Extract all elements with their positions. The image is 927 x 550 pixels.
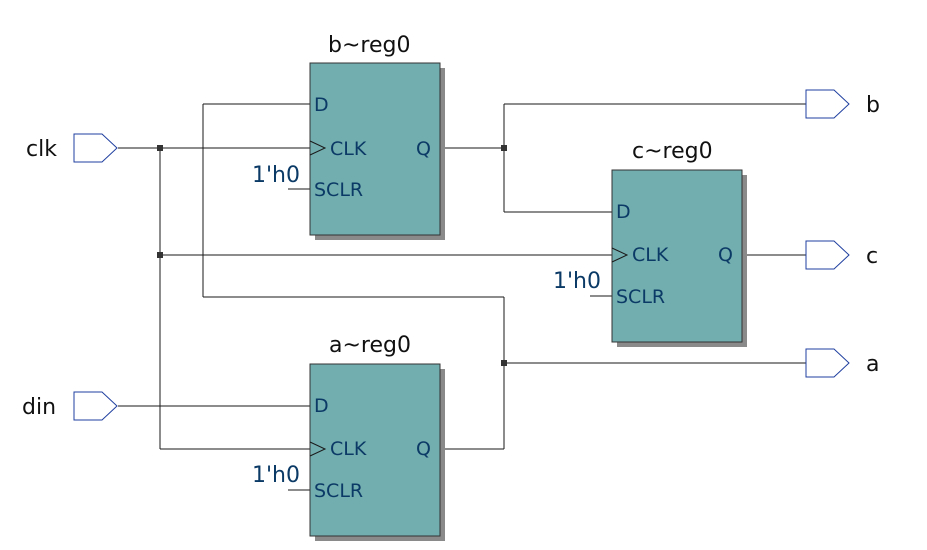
register-c-pin-clk: CLK	[632, 244, 669, 266]
input-port-clk[interactable]: clk	[26, 133, 118, 163]
register-c-body[interactable]	[611, 169, 743, 343]
register-b-sclr-const: 1'h0	[252, 163, 300, 188]
input-port-din-label: din	[22, 395, 56, 420]
input-port-clk-label: clk	[26, 137, 57, 162]
register-a-pin-clk: CLK	[330, 438, 367, 460]
junction-dot	[157, 145, 163, 151]
register-b-title: b~reg0	[328, 33, 410, 58]
register-b[interactable]: b~reg0 D CLK SCLR Q 1'h0	[252, 33, 445, 240]
input-port-din-shape[interactable]	[73, 391, 118, 421]
junction-dot	[501, 360, 507, 366]
register-b-clock-triangle-icon	[309, 140, 327, 156]
input-port-din[interactable]: din	[22, 391, 118, 421]
junction-dot	[501, 145, 507, 151]
register-c-pin-d: D	[616, 201, 631, 223]
register-a-body[interactable]	[309, 363, 441, 537]
output-port-a-label: a	[866, 352, 879, 377]
register-c[interactable]: c~reg0 D CLK SCLR Q 1'h0	[553, 139, 747, 347]
output-port-b[interactable]: b	[805, 89, 880, 119]
output-port-a[interactable]: a	[805, 348, 879, 378]
wires	[118, 103, 806, 491]
register-c-title: c~reg0	[632, 139, 713, 164]
register-b-body[interactable]	[309, 62, 441, 236]
junctions	[157, 145, 507, 366]
register-a[interactable]: a~reg0 D CLK SCLR Q 1'h0	[252, 333, 445, 541]
register-b-pin-sclr: SCLR	[314, 179, 363, 201]
output-port-b-label: b	[866, 93, 880, 118]
register-a-pin-q: Q	[416, 438, 431, 460]
output-port-a-shape[interactable]	[805, 348, 850, 378]
register-c-pin-sclr: SCLR	[616, 286, 665, 308]
register-b-pin-d: D	[314, 94, 329, 116]
register-b-pin-q: Q	[416, 138, 431, 160]
output-port-c-shape[interactable]	[805, 240, 850, 270]
register-a-clock-triangle-icon	[309, 441, 327, 457]
register-a-pin-sclr: SCLR	[314, 480, 363, 502]
output-port-c-label: c	[866, 244, 878, 269]
output-port-b-shape[interactable]	[805, 89, 850, 119]
register-a-sclr-const: 1'h0	[252, 463, 300, 488]
register-c-pin-q: Q	[718, 244, 733, 266]
register-a-title: a~reg0	[329, 333, 411, 358]
register-c-sclr-const: 1'h0	[553, 269, 601, 294]
output-port-c[interactable]: c	[805, 240, 878, 270]
register-b-pin-clk: CLK	[330, 138, 367, 160]
register-a-pin-d: D	[314, 395, 329, 417]
junction-dot	[157, 252, 163, 258]
register-c-clock-triangle-icon	[611, 247, 629, 263]
input-port-clk-shape[interactable]	[73, 133, 118, 163]
